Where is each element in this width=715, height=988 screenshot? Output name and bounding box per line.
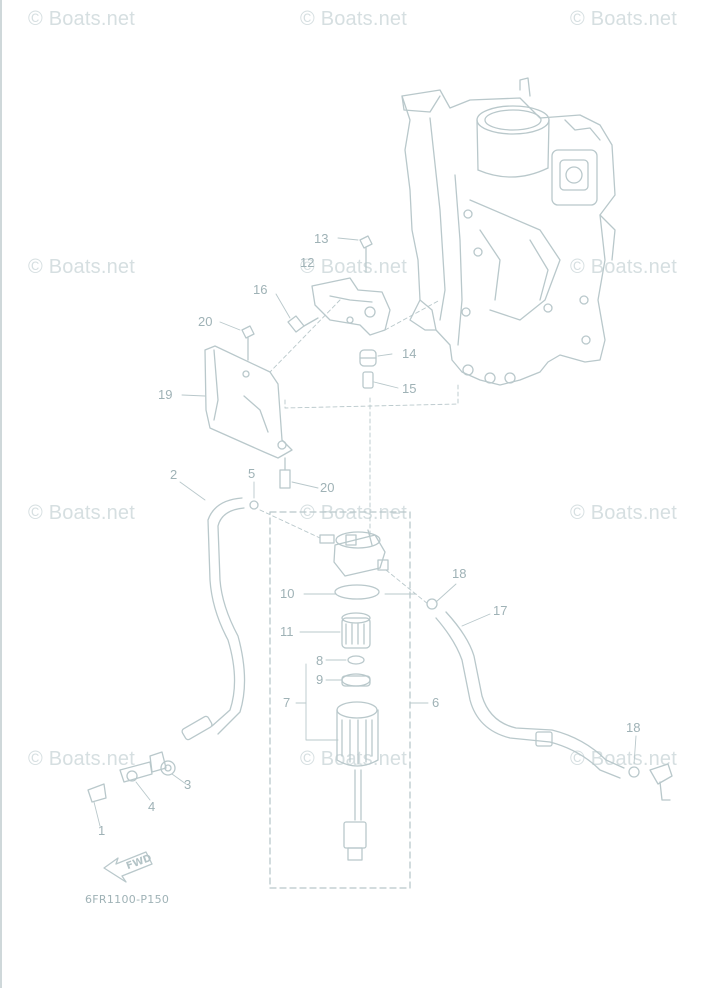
- watermark: © Boats.net: [570, 502, 677, 524]
- fwd-arrow-icon: [103, 851, 153, 883]
- callout-17: 17: [493, 603, 508, 618]
- watermark: © Boats.net: [300, 256, 407, 278]
- callout-7: 7: [283, 695, 291, 710]
- watermark: © Boats.net: [570, 8, 677, 30]
- fuel-filter-assembly: [319, 529, 389, 861]
- watermark: © Boats.net: [28, 748, 135, 770]
- callout-18: 18: [626, 720, 641, 735]
- callout-18: 18: [452, 566, 467, 581]
- watermark: © Boats.net: [300, 502, 407, 524]
- diagram-reference-code: 6FR1100-P150: [85, 893, 170, 906]
- filter-cover: [204, 325, 293, 489]
- fuel-filter-bracket: [287, 235, 391, 336]
- callout-3: 3: [184, 777, 192, 792]
- leader-lines: [93, 237, 637, 827]
- callout-9: 9: [316, 672, 324, 687]
- callout-20: 20: [198, 314, 213, 329]
- intake-manifold-drawing: [401, 77, 616, 386]
- watermark: © Boats.net: [28, 502, 135, 524]
- callout-15: 15: [402, 381, 417, 396]
- watermark: © Boats.net: [570, 256, 677, 278]
- callout-14: 14: [402, 346, 417, 361]
- fuel-hose-right: [426, 598, 673, 801]
- callout-2: 2: [170, 467, 178, 482]
- joint-and-clips: [87, 500, 259, 803]
- callout-10: 10: [280, 586, 295, 601]
- callout-4: 4: [148, 799, 156, 814]
- callout-13: 13: [314, 231, 329, 246]
- assembly-group-box: [269, 511, 411, 889]
- callout-11: 11: [280, 624, 294, 639]
- callout-1: 1: [98, 823, 106, 838]
- callout-6: 6: [432, 695, 440, 710]
- watermark: © Boats.net: [570, 748, 677, 770]
- callout-16: 16: [253, 282, 268, 297]
- callout-8: 8: [316, 653, 324, 668]
- fuel-hose-left: [181, 497, 246, 741]
- watermark: © Boats.net: [300, 8, 407, 30]
- watermark: © Boats.net: [28, 256, 135, 278]
- callout-12: 12: [300, 255, 315, 270]
- callout-20: 20: [320, 480, 335, 495]
- callout-5: 5: [248, 466, 256, 481]
- watermark: © Boats.net: [28, 8, 135, 30]
- grommet-and-collar: [359, 349, 377, 389]
- watermark: © Boats.net: [300, 748, 407, 770]
- callout-19: 19: [158, 387, 173, 402]
